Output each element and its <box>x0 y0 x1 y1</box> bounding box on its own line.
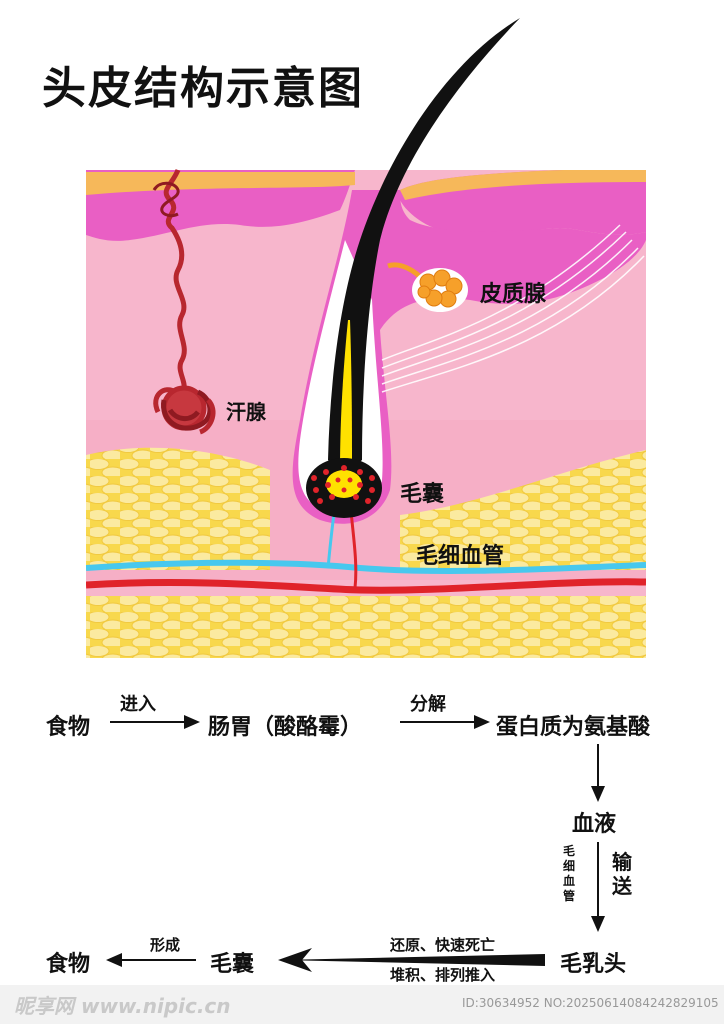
flow-pile: 堆积、排列推入 <box>390 966 496 984</box>
flow-capillary-vertical: 毛细血管 <box>563 844 576 903</box>
flow-transport: 输送 <box>612 850 632 898</box>
label-sebaceous-gland: 皮质腺 <box>480 282 547 307</box>
papilla-dots <box>311 465 375 504</box>
sebaceous-gland <box>412 268 468 312</box>
flow-enter: 进入 <box>120 694 156 715</box>
watermark-left: 昵享网 www.nipic.cn <box>14 994 231 1018</box>
flow-food-start: 食物 <box>46 715 91 740</box>
flow-arrows <box>106 715 605 972</box>
watermark-bar <box>0 985 724 1024</box>
label-hair-follicle: 毛囊 <box>400 482 445 507</box>
label-capillary: 毛细血管 <box>416 544 505 569</box>
flow-amino-acid: 蛋白质为氨基酸 <box>496 715 651 740</box>
page-title: 头皮结构示意图 <box>42 63 364 114</box>
flow-papilla: 毛乳头 <box>560 952 627 977</box>
artery-red <box>86 578 646 594</box>
flow-stomach: 肠胃（酸酪霉） <box>208 715 363 740</box>
fat-layer-upper <box>86 447 270 570</box>
flow-decompose: 分解 <box>410 694 446 715</box>
label-sweat-gland: 汗腺 <box>226 400 266 424</box>
flow-reduction: 还原、快速死亡 <box>390 936 496 954</box>
vein-blue <box>86 559 646 575</box>
long-arrow <box>280 954 545 966</box>
arrector-muscle <box>381 224 645 393</box>
flow-form: 形成 <box>150 936 181 954</box>
fat-layer-lower <box>86 596 646 658</box>
flow-food-end: 食物 <box>46 952 91 977</box>
flow-blood: 血液 <box>572 812 617 837</box>
sweat-gland-coil <box>153 385 216 435</box>
flow-follicle: 毛囊 <box>210 952 255 977</box>
watermark-right: ID:30634952 NO:20250614084242829105 <box>462 996 719 1010</box>
